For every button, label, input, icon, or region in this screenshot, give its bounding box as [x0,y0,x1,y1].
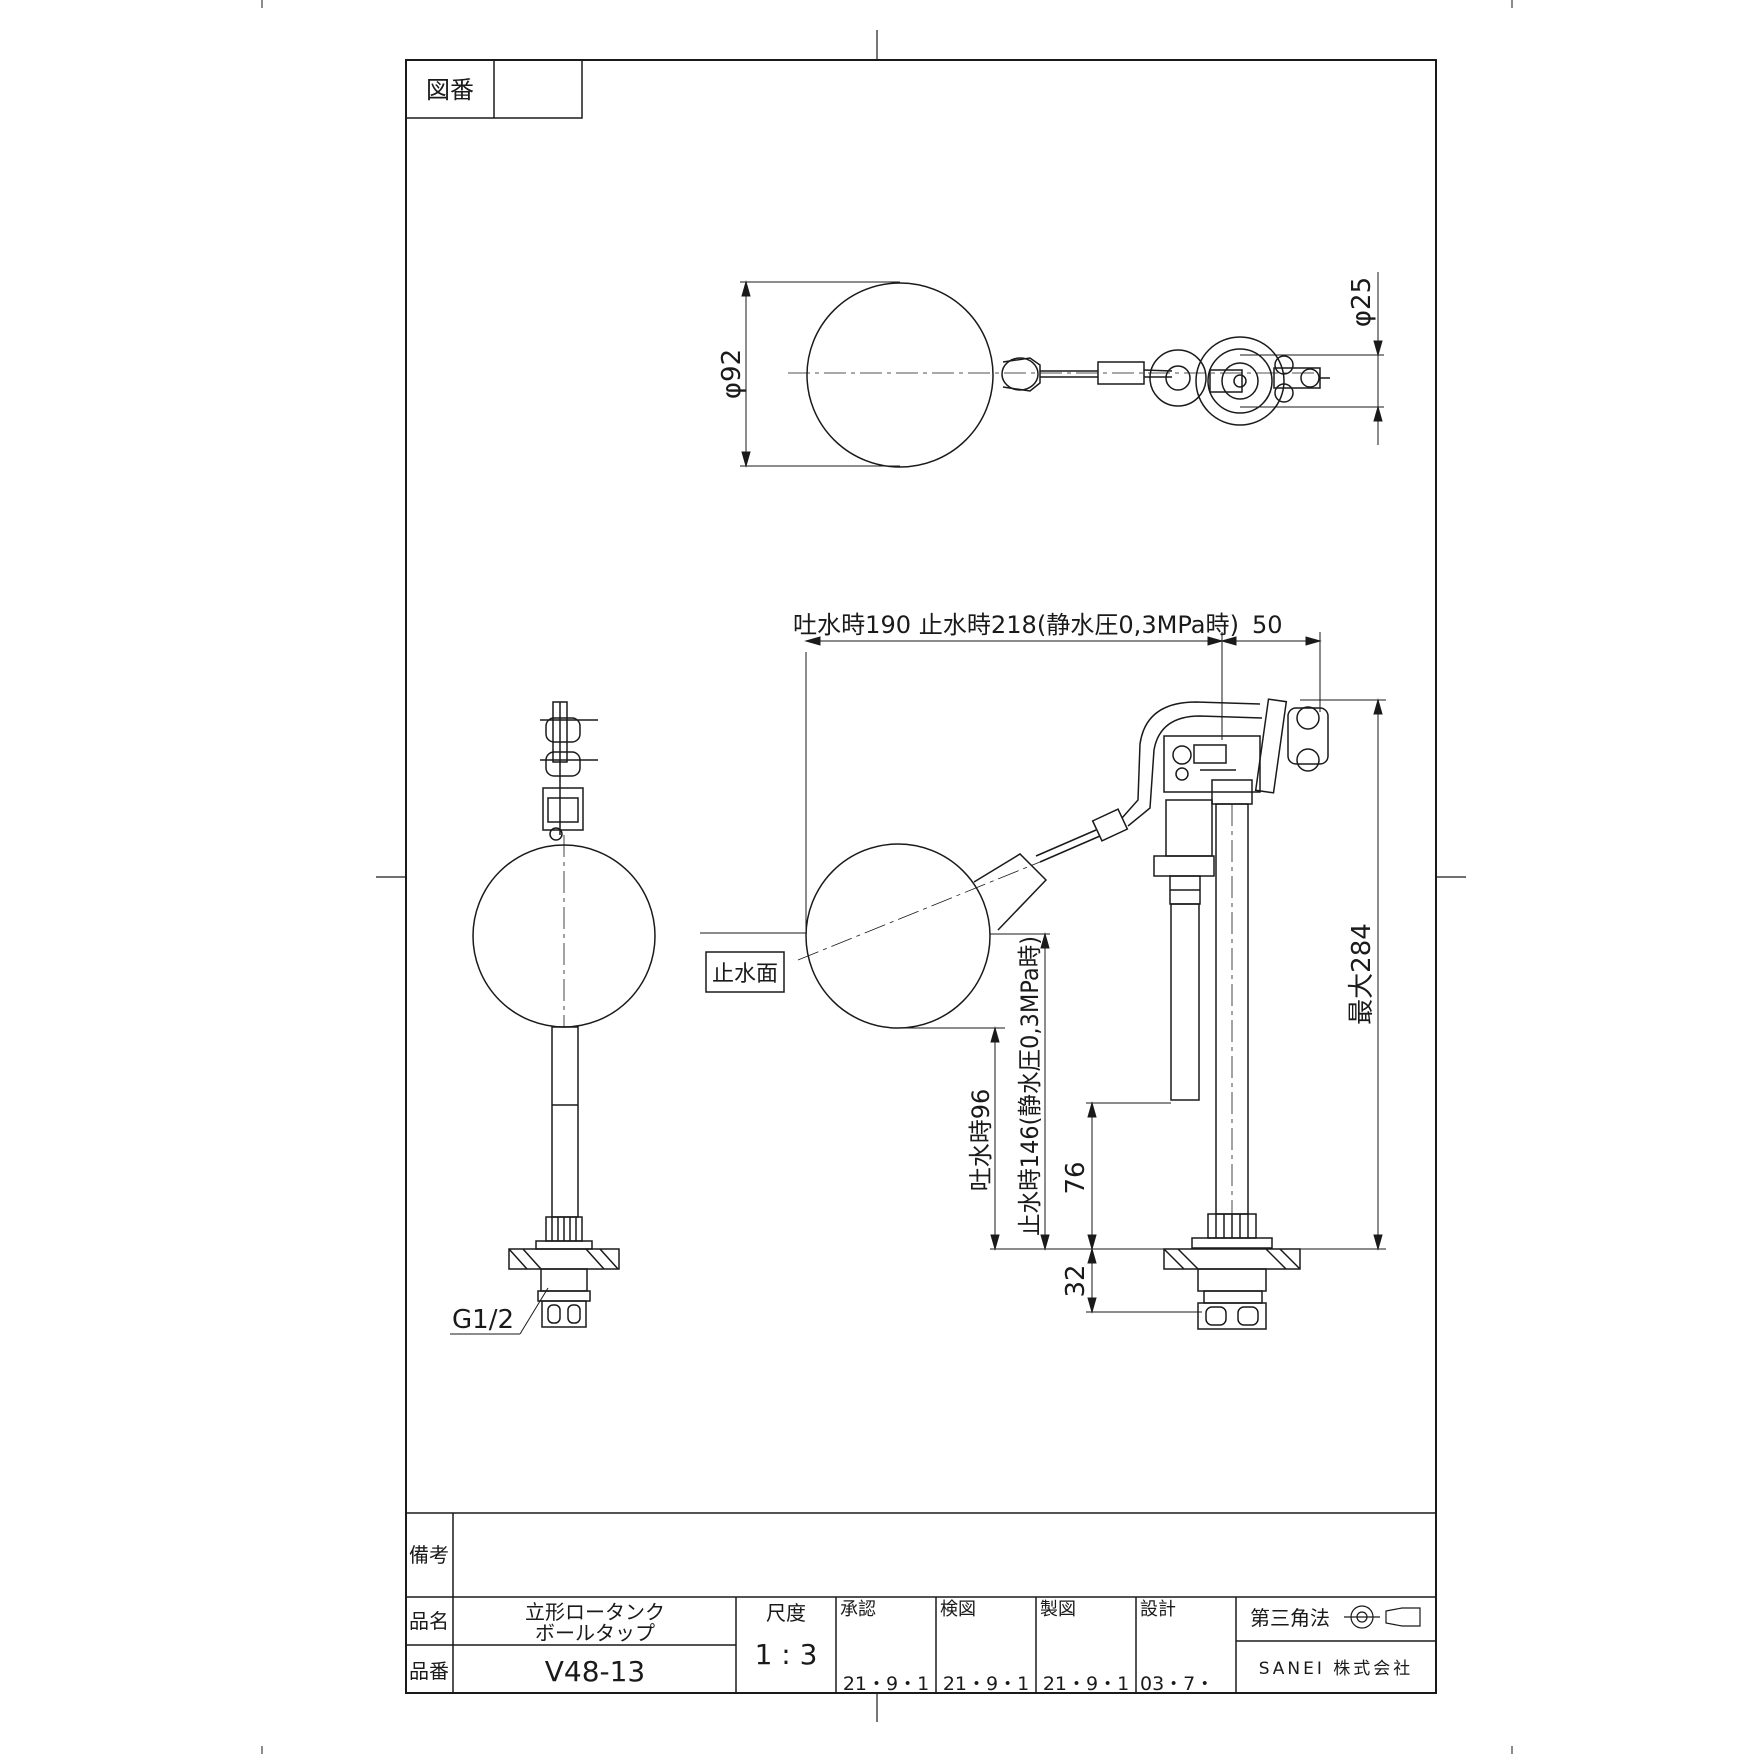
dim-outlet-height-label: 76 [1061,1161,1091,1194]
number-value: V48-13 [545,1655,646,1688]
checked-label: 検図 [940,1599,976,1620]
design-label: 設計 [1140,1599,1176,1620]
remarks-label: 備考 [409,1543,449,1567]
dim-horizontal-right-label: 50 [1252,611,1283,639]
trim-marks [261,0,1513,1754]
dim-spout-heights: 吐水時96 止水時146(静水圧0,3MPa時) [898,932,1166,1251]
float-ball-top [806,282,994,468]
stop-water-level-callout: 止水面 [700,932,806,993]
drawn-date: 21・9・1 [1043,1673,1129,1695]
side-view [472,701,656,1328]
design-date: 03・7・ [1140,1673,1214,1695]
title-block: 備考 品名 立形ロータンク ボールタップ 品番 V48-13 尺度 1 : 3 … [406,1512,1436,1695]
stop-water-level-label: 止水面 [712,962,778,987]
dim-max-height-label: 最大284 [1347,923,1377,1025]
thread-label: G1/2 [452,1305,514,1335]
name-line1: 立形ロータンク [525,1600,665,1624]
dim-horizontal-label: 吐水時190 止水時218(静水圧0,3MPa時) [793,611,1239,639]
dim-max-height: 最大284 [1266,698,1386,1251]
number-label: 品番 [409,1659,449,1683]
dim-pipe-diameter-label: φ25 [1347,277,1377,327]
dim-below-base-label: 32 [1061,1264,1091,1297]
dim-ball-diameter: φ92 [717,280,900,468]
drawing-border [405,59,1437,1694]
third-angle-projection-icon [1344,1605,1421,1629]
approved-label: 承認 [840,1599,876,1620]
dim-below-base: 32 [1061,1247,1202,1314]
name-line2: ボールタップ [535,1621,655,1645]
float-ball-front [805,843,991,1029]
drawing-number-label: 図番 [426,76,474,104]
company-name: SANEI 株式会社 [1259,1659,1414,1679]
top-view [788,282,1330,468]
center-marks [376,30,1466,1722]
dim-spout-open-label: 吐水時96 [967,1089,995,1192]
approved-date: 21・9・1 [843,1673,929,1695]
checked-date: 21・9・1 [943,1673,1029,1695]
dim-ball-diameter-label: φ92 [717,349,747,399]
dim-pipe-diameter: φ25 [1240,272,1384,445]
drawn-label: 製図 [1040,1599,1076,1620]
scale-label: 尺度 [766,1601,806,1625]
projection-label: 第三角法 [1250,1606,1330,1630]
front-view [797,698,1329,1330]
thread-callout: G1/2 [450,1287,549,1335]
dim-horizontal: 吐水時190 止水時218(静水圧0,3MPa時) 50 [793,611,1322,934]
dim-outlet-height: 76 [1061,1101,1171,1251]
scale-value: 1 : 3 [755,1638,818,1671]
drawing-number-box: 図番 [405,59,583,119]
dim-spout-closed-label: 止水時146(静水圧0,3MPa時) [1016,936,1044,1236]
name-label: 品名 [409,1609,449,1633]
